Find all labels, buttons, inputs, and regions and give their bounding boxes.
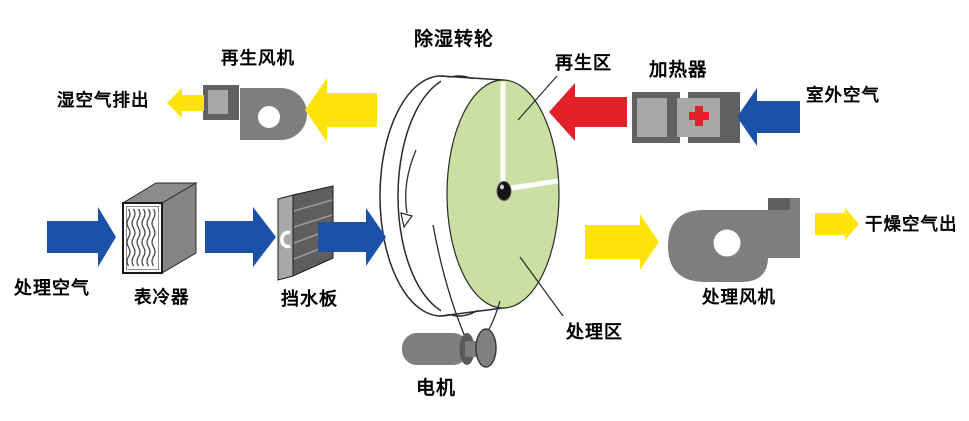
label-motor: 电机 (416, 378, 457, 399)
label-process-zone: 处理区 (566, 322, 623, 342)
surface-cooler (121, 182, 198, 274)
wheel-drum-top-edge (440, 75, 504, 81)
label-wheel-title: 除湿转轮 (414, 29, 495, 50)
motor-body (402, 333, 468, 365)
process-fan-inlet (713, 229, 741, 257)
label-wet-air-exhaust: 湿空气排出 (57, 90, 150, 110)
label-regen-zone: 再生区 (555, 53, 612, 73)
regen-zone-leader-line (517, 75, 558, 121)
motor-assembly (402, 224, 501, 368)
motor-pulley (475, 328, 497, 368)
belt-line-left (432, 224, 467, 340)
process-fan (668, 198, 800, 282)
process-zone-leader-line (519, 256, 564, 317)
regen-fan-inlet (258, 106, 280, 128)
regen-fan-outlet-inner (208, 90, 228, 114)
heater-plus-vertical (695, 106, 703, 126)
arrow-process-air-in (47, 207, 116, 267)
heater (632, 92, 740, 143)
label-outdoor-air: 室外空气 (806, 85, 880, 105)
arrow-exhaust-out (167, 88, 204, 118)
label-heater: 加热器 (649, 59, 708, 80)
arrow-wheel-to-process-fan (585, 214, 659, 270)
label-water-baffle: 挡水板 (281, 289, 338, 309)
arrow-dry-air-out (815, 208, 859, 240)
wheel-hub-highlight (500, 184, 504, 190)
arrow-cooler-to-baffle (205, 207, 276, 267)
cooler-front-inner-border (126, 206, 159, 270)
cooler-coil-lines (126, 208, 156, 267)
label-regen-fan: 再生风机 (221, 48, 295, 68)
label-dry-air-out: 干燥空气出 (865, 214, 958, 234)
label-process-fan: 处理风机 (702, 287, 776, 307)
desiccant-wheel (379, 75, 560, 317)
baffle-left-face (277, 194, 294, 281)
water-baffle (277, 185, 334, 281)
wheel-spoke-right (504, 178, 559, 192)
heater-inner-left (637, 98, 667, 137)
baffle-drain-mark (280, 230, 291, 249)
label-process-air: 处理空气 (14, 278, 90, 298)
wheel-drum-bottom-edge (440, 307, 504, 317)
regen-fan (203, 85, 307, 140)
arrow-heater-to-wheel (549, 83, 627, 141)
wheel-hub (496, 181, 512, 201)
arrow-outdoor-to-heater (737, 88, 800, 146)
label-surface-cooler: 表冷器 (134, 287, 190, 307)
arrow-baffle-to-wheel (318, 208, 386, 266)
arrow-wheel-to-regen-fan (305, 78, 377, 142)
rotation-arrowhead (400, 212, 413, 229)
process-fan-outlet-cap (768, 198, 790, 210)
rotation-arrow (405, 149, 417, 214)
flow-arrows (47, 78, 859, 270)
